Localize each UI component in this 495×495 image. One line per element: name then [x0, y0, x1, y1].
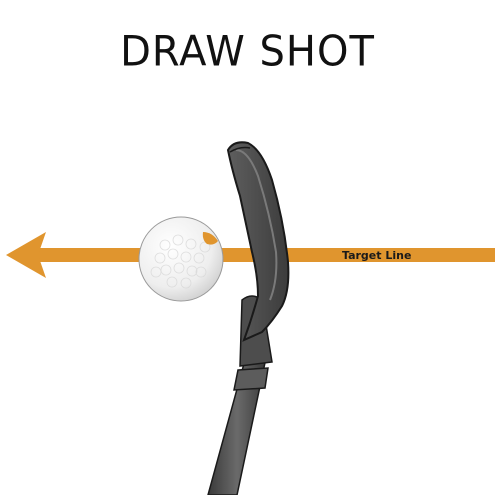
page-title: DRAW SHOT: [120, 27, 375, 77]
target-line-label: Target Line: [342, 249, 411, 262]
golf-club-icon: [207, 141, 290, 495]
golf-ball-icon: [138, 216, 224, 302]
left-arrowhead-icon: [6, 232, 46, 278]
impact-marker: [202, 232, 218, 245]
